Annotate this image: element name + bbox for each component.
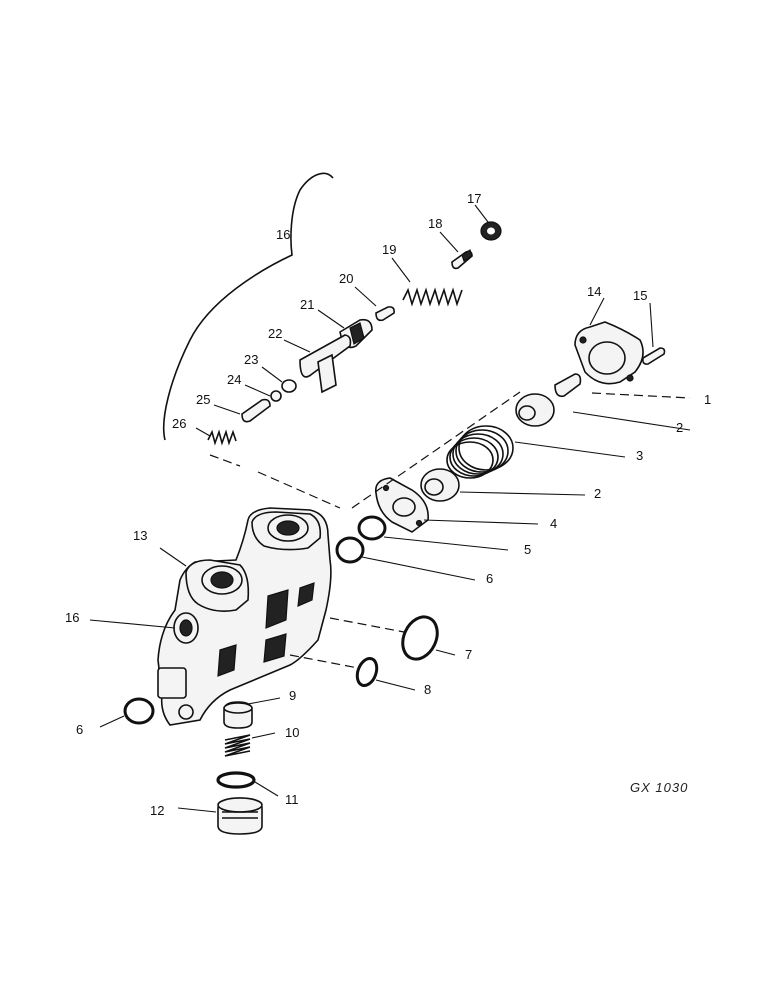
part-7-oring [401,615,439,661]
part-26-spring [207,429,237,446]
part-18-pin [451,249,473,270]
callout-23: 23 [244,352,258,367]
callout-11: 11 [285,792,299,807]
part-9-check [223,701,253,729]
callout-22: 22 [268,326,282,341]
part-10-spring [224,734,251,757]
callout-2-lower: 2 [594,486,601,501]
valve-body [157,507,332,726]
alignment-line-spool [209,454,341,509]
callout-10: 10 [285,725,299,740]
part-17-cap [480,221,502,241]
callout-7: 7 [465,647,472,662]
callout-26: 26 [172,416,186,431]
part-6-oring-lower [123,697,155,725]
part-14-cap-housing [574,321,644,385]
alignment-line-upper [351,391,691,509]
callout-6-upper: 6 [486,571,493,586]
callout-13: 13 [133,528,147,543]
part-4-plate [374,477,429,533]
callout-9: 9 [289,688,296,703]
callout-25: 25 [196,392,210,407]
callout-5: 5 [524,542,531,557]
callout-4: 4 [550,516,557,531]
assembly-bracket [162,172,334,441]
callout-12: 12 [150,803,164,818]
callout-21: 21 [300,297,314,312]
callout-16-body: 16 [65,610,79,625]
part-15-screw [642,347,666,365]
leader-lines [89,204,691,813]
part-24-ball [270,390,282,402]
callout-3: 3 [636,448,643,463]
callout-2-upper: 2 [676,420,683,435]
part-6-oring-upper [335,536,365,564]
part-25-plunger [241,398,271,423]
callout-18: 18 [428,216,442,231]
part-20-washer [375,306,395,322]
part-23-ring [281,379,297,393]
callout-24: 24 [227,372,241,387]
part-1-bolt [554,373,582,398]
part-19-spring [402,287,463,307]
part-22-spool [299,334,352,394]
callout-1: 1 [704,392,711,407]
callout-16-assembly: 16 [276,227,290,242]
callout-17: 17 [467,191,481,206]
figure-code: GX 1030 [630,780,688,795]
callout-15: 15 [633,288,647,303]
callout-20: 20 [339,271,353,286]
part-2-retainer-lower [420,468,460,502]
part-2-retainer-upper [515,393,555,427]
callout-19: 19 [382,242,396,257]
part-3-spring [446,425,514,479]
callout-6-lower: 6 [76,722,83,737]
alignment-line-lower [289,654,359,669]
part-12-plug [217,797,263,835]
callout-8: 8 [424,682,431,697]
part-8-oring [355,656,379,688]
part-5-oring [357,515,387,541]
alignment-line-middle [329,617,405,633]
part-11-oring [216,771,256,789]
callout-14: 14 [587,284,601,299]
